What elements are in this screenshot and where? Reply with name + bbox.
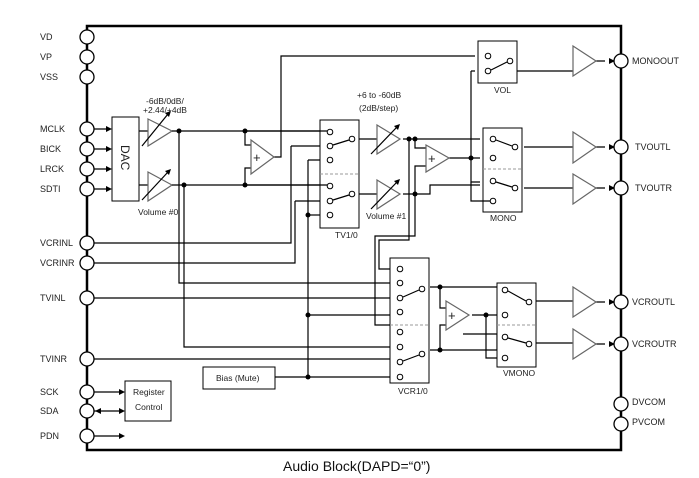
tv-amp-right	[376, 178, 402, 211]
dac-amp-left	[147, 118, 174, 148]
register-control-block	[124, 380, 172, 422]
arrow-icon	[106, 126, 112, 192]
pin-label-tvoutr: TVOUTR	[635, 183, 672, 193]
summer-2	[425, 143, 451, 174]
pin-sck	[79, 384, 95, 400]
pin-monoout	[613, 53, 629, 69]
pin-label-sdti: SDTI	[40, 184, 61, 194]
pin-label-tvinl: TVINL	[40, 293, 66, 303]
tv-switch-label: TV1/0	[335, 230, 358, 240]
pin-label-vcroutr: VCROUTR	[632, 339, 677, 349]
volume1-amps: +6 to -60dB (2dB/step) Volume #1	[357, 90, 406, 221]
dac-gain-label-2: +2.44/+4dB	[143, 105, 187, 115]
tv-gain-label-2: (2dB/step)	[359, 103, 398, 113]
pin-sda	[79, 403, 95, 419]
register-arrows	[95, 389, 125, 439]
pin-tvinl	[79, 290, 95, 306]
pin-tvinr	[79, 351, 95, 367]
pin-label-mclk: MCLK	[40, 124, 65, 134]
output-amps	[572, 44, 615, 361]
volume0-label: Volume #0	[138, 207, 178, 217]
left-pins: VD VP VSS MCLK BICK LRCK SDTI VCRINL VCR…	[40, 29, 95, 444]
dac-gain-amps: -6dB/0dB/ +2.44/+4dB Volume #0	[138, 96, 187, 217]
pin-vp	[79, 49, 95, 65]
pin-vcroutr	[613, 336, 629, 352]
dac-inputs	[94, 126, 112, 192]
mono-switch-label: MONO	[490, 213, 517, 223]
register-control-label-1: Register	[133, 387, 165, 397]
pin-dvcom	[613, 396, 629, 412]
summer-1	[250, 138, 276, 176]
dac-gain-label-1: -6dB/0dB/	[146, 96, 184, 106]
dac-label: DAC	[118, 145, 132, 171]
pin-label-tvinr: TVINR	[40, 354, 68, 364]
vmono-switch-label: VMONO	[503, 368, 536, 378]
pin-pdn	[79, 428, 95, 444]
vcr-switch-block	[389, 257, 430, 384]
pin-mclk	[79, 121, 95, 137]
out-amp-tvoutl	[572, 130, 598, 165]
pin-vss	[79, 69, 95, 85]
pin-label-bick: BICK	[40, 144, 61, 154]
pin-label-pdn: PDN	[40, 431, 59, 441]
bias-mute-label: Bias (Mute)	[216, 373, 260, 383]
tv-amp-left	[376, 123, 402, 156]
tv-switch-terminals	[326, 128, 356, 219]
vol-switch-label: VOL	[494, 85, 511, 95]
pin-label-tvoutl: TVOUTL	[635, 142, 671, 152]
pin-sdti	[79, 181, 95, 197]
pin-label-vp: VP	[40, 52, 52, 62]
pin-label-vd: VD	[40, 32, 53, 42]
pin-label-vcroutl: VCROUTL	[632, 297, 675, 307]
volume1-label: Volume #1	[366, 211, 406, 221]
out-amp-monoout	[572, 44, 598, 78]
pin-label-lrck: LRCK	[40, 164, 64, 174]
pin-vcrinl	[79, 235, 95, 251]
out-amp-vcroutr	[572, 327, 598, 361]
pin-label-sda: SDA	[40, 406, 59, 416]
out-amp-vcroutl	[572, 285, 598, 319]
vcr-switch-terminals	[396, 265, 426, 381]
pin-label-pvcom: PVCOM	[632, 417, 665, 427]
pin-label-dvcom: DVCOM	[632, 397, 666, 407]
summer-3-plus: +	[448, 308, 456, 323]
out-amp-tvoutr	[572, 172, 598, 206]
diagram-caption: Audio Block(DAPD=“0”)	[283, 458, 430, 474]
dac-block	[111, 116, 140, 202]
dac-amp-right	[147, 170, 174, 203]
pin-pvcom	[613, 416, 629, 432]
pin-tvoutr	[613, 180, 629, 196]
pin-lrck	[79, 161, 95, 177]
pin-tvoutl	[613, 139, 629, 155]
pin-vcroutl	[613, 294, 629, 310]
register-control-label-2: Control	[135, 402, 163, 412]
pin-vcrinr	[79, 255, 95, 271]
chip-outline	[85, 24, 623, 452]
tv-gain-label-1: +6 to -60dB	[357, 90, 402, 100]
right-pins: MONOOUT TVOUTL TVOUTR VCROUTL VCROUTR DV…	[613, 53, 679, 432]
pin-label-vss: VSS	[40, 72, 58, 82]
summer-1-plus: +	[253, 150, 261, 165]
mono-switch-block	[482, 127, 523, 213]
bias-mute-block	[202, 366, 276, 390]
pin-vd	[79, 29, 95, 45]
summer-3	[445, 299, 471, 332]
pin-label-vcrinl: VCRINL	[40, 238, 73, 248]
pin-label-sck: SCK	[40, 387, 59, 397]
pin-label-vcrinr: VCRINR	[40, 258, 75, 268]
summer-2-plus: +	[428, 151, 436, 166]
pin-bick	[79, 141, 95, 157]
pin-label-monoout: MONOOUT	[632, 56, 679, 66]
vcr-switch-label: VCR1/0	[398, 386, 428, 396]
